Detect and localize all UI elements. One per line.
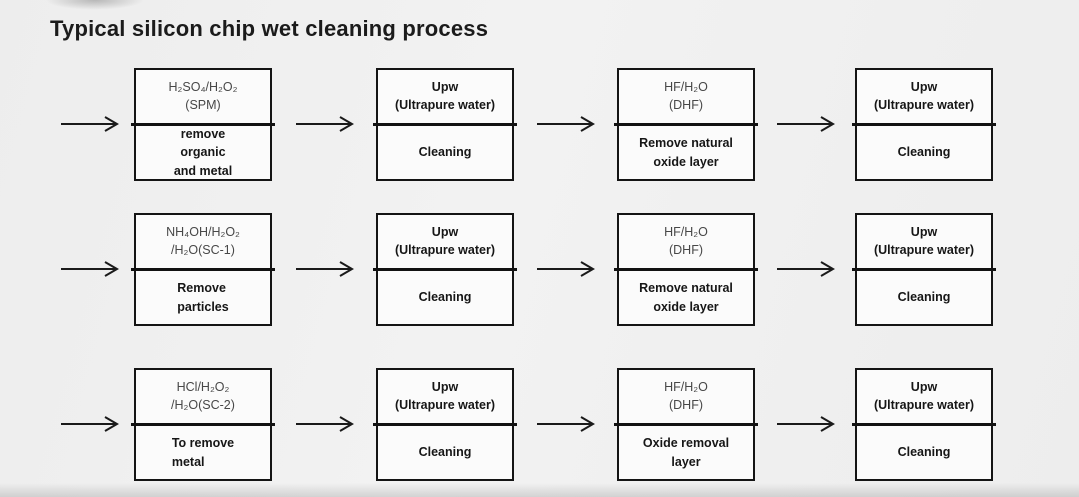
- process-step-box: NH₄OH/H₂O₂ /H₂O(SC-1) Remove particles: [131, 213, 275, 326]
- process-step-box: Upw (Ultrapure water) Cleaning: [373, 368, 517, 481]
- step-chemical-label: Upw (Ultrapure water): [394, 380, 496, 412]
- step-action-label: remove organic and metal: [173, 127, 233, 178]
- process-step-box: HF/H₂O (DHF) Remove natural oxide layer: [614, 213, 758, 326]
- box-divider: [131, 268, 275, 271]
- process-step-box: Upw (Ultrapure water) Cleaning: [852, 213, 996, 326]
- process-step-box: Upw (Ultrapure water) Cleaning: [852, 368, 996, 481]
- box-divider: [131, 423, 275, 426]
- step-chemical-label: HF/H₂O (DHF): [664, 80, 708, 112]
- step-chemical-label: NH₄OH/H₂O₂ /H₂O(SC-1): [166, 225, 240, 257]
- process-step-box: Upw (Ultrapure water) Cleaning: [852, 68, 996, 181]
- process-step-box: H₂SO₄/H₂O₂ (SPM) remove organic and meta…: [131, 68, 275, 181]
- step-chemical-label: HF/H₂O (DHF): [664, 225, 708, 257]
- box-divider: [614, 123, 758, 126]
- step-chemical-label: Upw (Ultrapure water): [873, 380, 975, 412]
- arrow-right-icon: [295, 415, 357, 433]
- arrow-right-icon: [536, 415, 598, 433]
- step-chemical-label: H₂SO₄/H₂O₂ (SPM): [168, 80, 238, 112]
- box-divider: [373, 268, 517, 271]
- arrow-right-icon: [776, 260, 838, 278]
- arrow-right-icon: [60, 260, 122, 278]
- box-divider: [373, 423, 517, 426]
- process-step-box: Upw (Ultrapure water) Cleaning: [373, 68, 517, 181]
- process-step-box: Upw (Ultrapure water) Cleaning: [373, 213, 517, 326]
- arrow-right-icon: [60, 115, 122, 133]
- step-action-label: Cleaning: [897, 290, 951, 305]
- arrow-right-icon: [295, 260, 357, 278]
- box-divider: [614, 423, 758, 426]
- step-chemical-label: HCl/H₂O₂ /H₂O(SC-2): [171, 380, 235, 412]
- step-chemical-label: Upw (Ultrapure water): [873, 225, 975, 257]
- box-divider: [373, 123, 517, 126]
- arrow-right-icon: [295, 115, 357, 133]
- step-chemical-label: Upw (Ultrapure water): [394, 80, 496, 112]
- box-divider: [852, 123, 996, 126]
- arrow-right-icon: [60, 415, 122, 433]
- step-action-label: Cleaning: [897, 145, 951, 160]
- arrow-right-icon: [776, 415, 838, 433]
- arrow-right-icon: [536, 260, 598, 278]
- step-action-label: Cleaning: [418, 145, 472, 160]
- box-divider: [852, 423, 996, 426]
- process-step-box: HF/H₂O (DHF) Remove natural oxide layer: [614, 68, 758, 181]
- step-chemical-label: Upw (Ultrapure water): [873, 80, 975, 112]
- arrow-right-icon: [776, 115, 838, 133]
- step-action-label: Cleaning: [418, 290, 472, 305]
- step-action-label: Cleaning: [418, 445, 472, 460]
- step-action-label: Remove natural oxide layer: [639, 281, 733, 314]
- step-action-label: Remove particles: [177, 281, 229, 314]
- step-action-label: Oxide removal layer: [642, 436, 730, 469]
- step-chemical-label: Upw (Ultrapure water): [394, 225, 496, 257]
- box-divider: [852, 268, 996, 271]
- step-action-label: Cleaning: [897, 445, 951, 460]
- step-action-label: To remove metal: [171, 436, 235, 469]
- process-step-box: HF/H₂O (DHF) Oxide removal layer: [614, 368, 758, 481]
- box-divider: [131, 123, 275, 126]
- step-chemical-label: HF/H₂O (DHF): [664, 380, 708, 412]
- step-action-label: Remove natural oxide layer: [639, 136, 733, 169]
- box-divider: [614, 268, 758, 271]
- process-step-box: HCl/H₂O₂ /H₂O(SC-2) To remove metal: [131, 368, 275, 481]
- arrow-right-icon: [536, 115, 598, 133]
- diagram-title: Typical silicon chip wet cleaning proces…: [50, 16, 489, 41]
